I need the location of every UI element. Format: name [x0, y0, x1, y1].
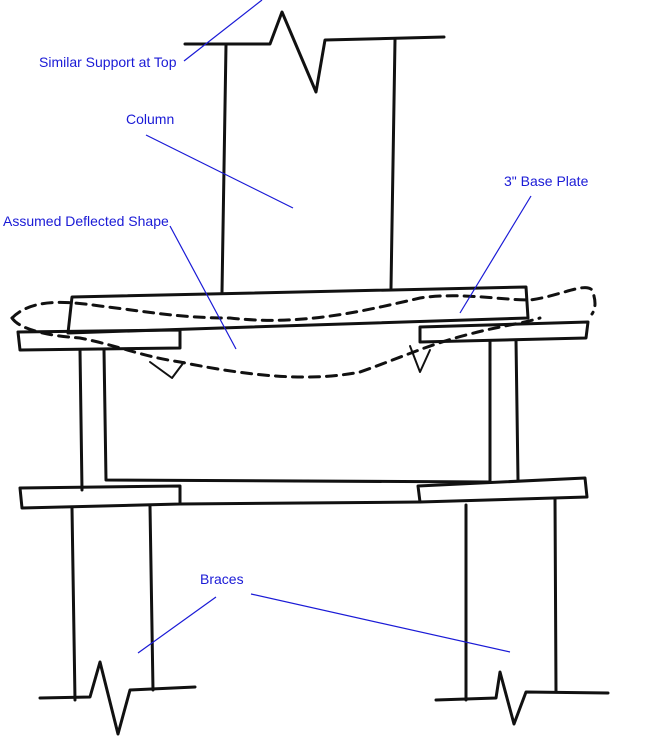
braces-drawing [38, 496, 610, 736]
label-similar-support: Similar Support at Top [39, 54, 177, 70]
leader-lines [137, 0, 532, 654]
label-base-plate: 3" Base Plate [504, 173, 589, 189]
label-braces: Braces [200, 571, 244, 587]
base-plate [66, 285, 530, 335]
label-column: Column [126, 111, 174, 127]
label-deflected-shape: Assumed Deflected Shape [3, 213, 169, 229]
column-drawing [183, 10, 446, 294]
deflected-shape [10, 286, 597, 379]
support-beam [16, 320, 590, 510]
